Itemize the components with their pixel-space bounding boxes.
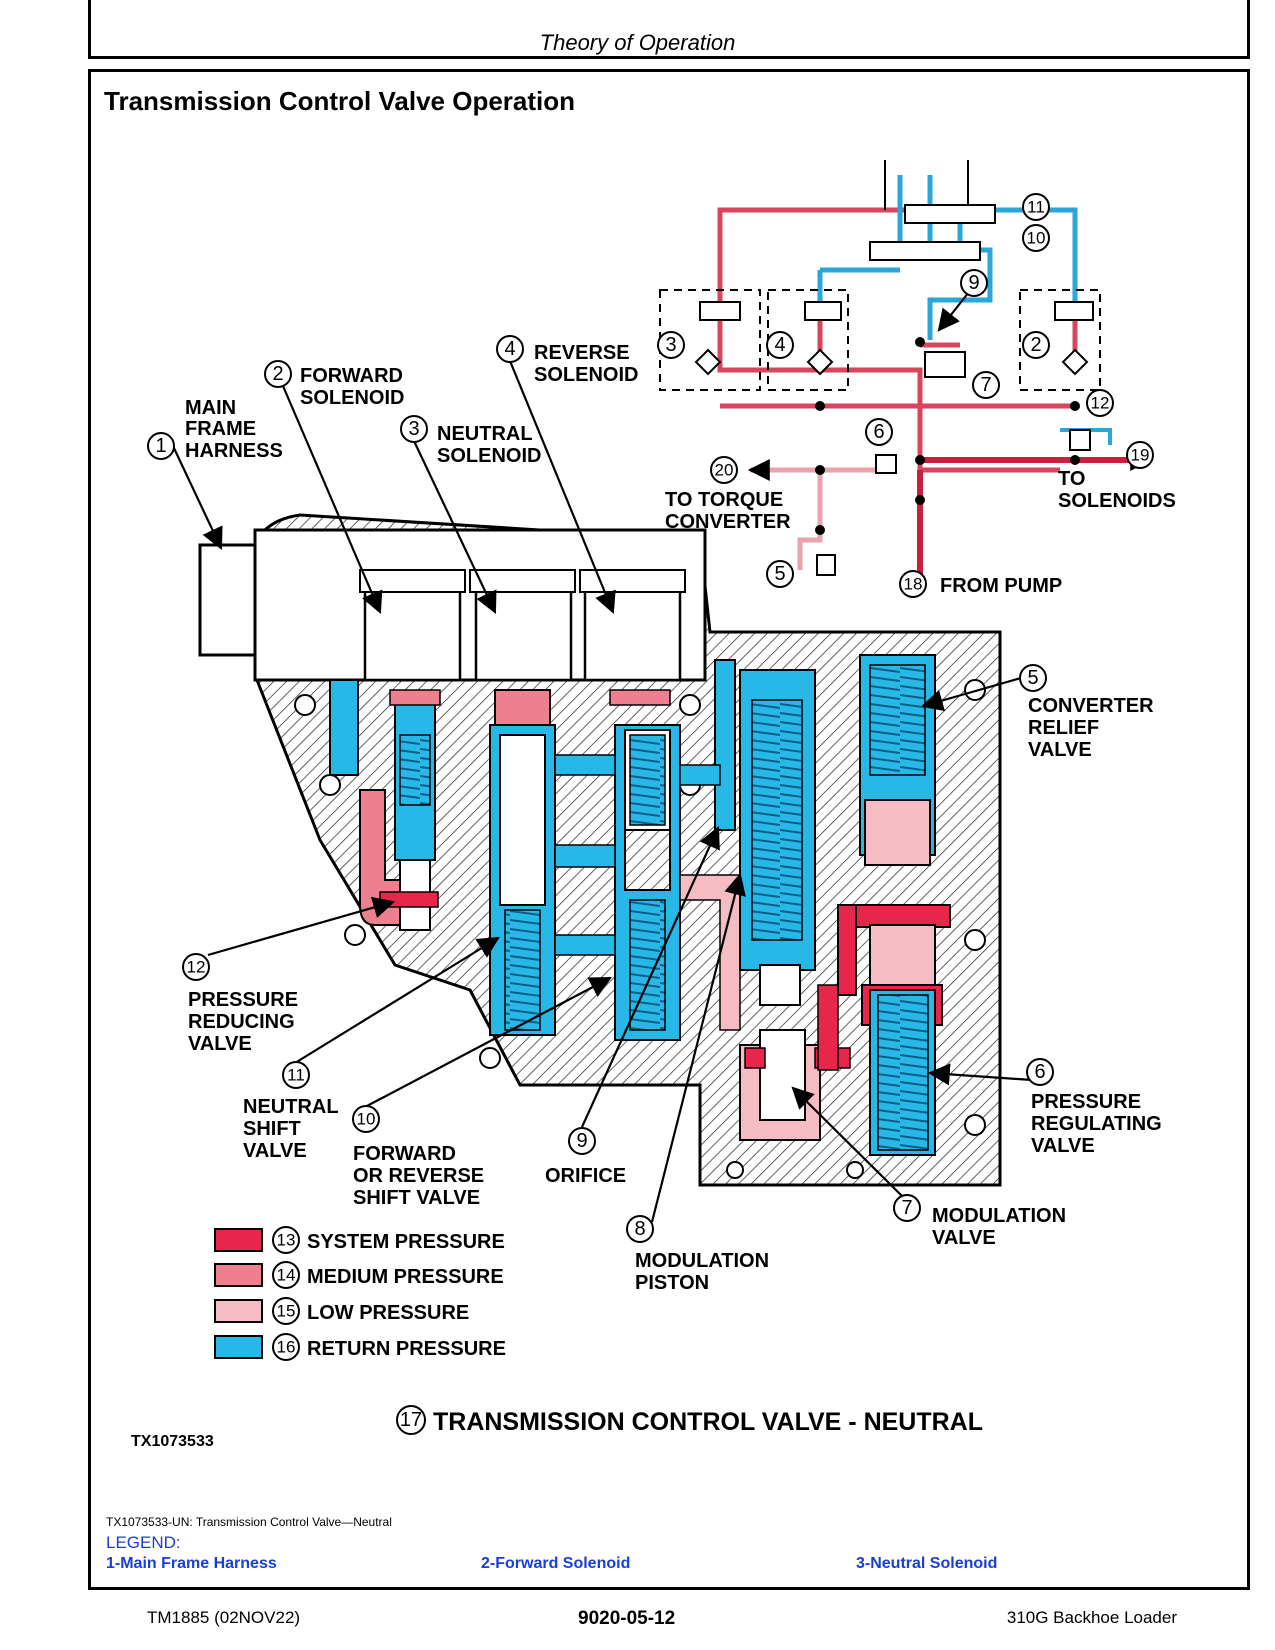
key-return-pressure: 16 RETURN PRESSURE [214, 1333, 506, 1361]
label-neutral-shift-3: VALVE [243, 1140, 307, 1162]
callout-circles [147, 193, 1154, 1435]
label-neutral-shift-1: NEUTRAL [243, 1096, 339, 1118]
label-main-frame-harness-3: HARNESS [185, 440, 283, 462]
figure-title: TRANSMISSION CONTROL VALVE - NEUTRAL [433, 1408, 983, 1436]
schematic-number-11: 11 [1027, 198, 1045, 217]
valve-body [198, 513, 1002, 1187]
schematic-number-9: 9 [968, 272, 979, 294]
label-reverse-solenoid-1: REVERSE [534, 342, 630, 364]
label-converter-relief-1: CONVERTER [1028, 695, 1154, 717]
label-modulation-valve-2: VALVE [932, 1227, 996, 1249]
callout-number-7: 7 [901, 1197, 912, 1219]
label-converter-relief-3: VALVE [1028, 739, 1092, 761]
schematic-number-12: 12 [1091, 394, 1110, 413]
label-modulation-piston-1: MODULATION [635, 1250, 769, 1272]
label-pressure-reducing-1: PRESSURE [188, 989, 298, 1011]
schematic-number-20: 20 [715, 461, 734, 480]
content-frame [88, 69, 1250, 1590]
footer-model: 310G Backhoe Loader [1006, 1608, 1177, 1627]
header-box [88, 0, 1250, 59]
key-num-14: 14 [277, 1266, 296, 1285]
label-to-solenoids-2: SOLENOIDS [1058, 490, 1176, 512]
callout-number-9: 9 [576, 1130, 587, 1152]
key-label-medium: MEDIUM PRESSURE [307, 1266, 504, 1288]
key-system-pressure: 13 SYSTEM PRESSURE [214, 1226, 505, 1254]
label-modulation-piston-2: PISTON [635, 1272, 709, 1294]
figure-caption: TX1073533-UN: Transmission Control Valve… [106, 1515, 392, 1529]
legend-item-2: 2-Forward Solenoid [481, 1555, 631, 1572]
footer-page-number: 9020-05-12 [578, 1608, 676, 1629]
schematic-number-4: 4 [774, 334, 785, 356]
callout-number-4: 4 [504, 338, 515, 360]
schematic-number-6: 6 [873, 421, 884, 443]
header-title: Theory of Operation [539, 30, 736, 55]
callout-number-12: 12 [187, 958, 206, 977]
section-title: Transmission Control Valve Operation [104, 86, 576, 116]
callout-labels: MAIN FRAME HARNESS FORWARD SOLENOID NEUT… [185, 342, 1176, 1294]
label-fwd-rev-shift-3: SHIFT VALVE [353, 1187, 480, 1209]
leader-lines [172, 291, 1153, 1223]
callout-number-1: 1 [155, 435, 166, 457]
label-converter-relief-2: RELIEF [1028, 717, 1099, 739]
callout-number-8: 8 [634, 1218, 645, 1240]
schematic-number-2: 2 [1030, 334, 1041, 356]
label-to-torque-converter-1: TO TORQUE [665, 489, 783, 511]
label-main-frame-harness-2: FRAME [185, 418, 256, 440]
legend-item-3: 3-Neutral Solenoid [856, 1555, 998, 1572]
label-reverse-solenoid-2: SOLENOID [534, 364, 638, 386]
callout-number-6: 6 [1034, 1061, 1045, 1083]
legend-title: LEGEND: [106, 1533, 181, 1552]
key-low-pressure: 15 LOW PRESSURE [214, 1297, 469, 1325]
key-num-16: 16 [277, 1338, 296, 1357]
schematic-number-19: 19 [1131, 446, 1150, 465]
label-forward-solenoid-1: FORWARD [300, 365, 403, 387]
schematic-number-7: 7 [980, 374, 991, 396]
label-pressure-regulating-1: PRESSURE [1031, 1091, 1141, 1113]
callout-number-10: 10 [357, 1110, 376, 1129]
footer-manual-id: TM1885 (02NOV22) [147, 1608, 301, 1627]
label-fwd-rev-shift-2: OR REVERSE [353, 1165, 484, 1187]
label-orifice: ORIFICE [545, 1165, 626, 1187]
valve-diagram: 1 2 3 4 5 6 7 8 9 10 11 12 11 10 9 3 4 2… [131, 160, 1176, 1450]
key-label-system: SYSTEM PRESSURE [307, 1231, 505, 1253]
callout-number-5: 5 [1027, 667, 1038, 689]
callout-numbers: 1 2 3 4 5 6 7 8 9 10 11 12 11 10 9 3 4 2… [155, 198, 1149, 1241]
label-pressure-regulating-3: VALVE [1031, 1135, 1095, 1157]
label-neutral-solenoid-2: SOLENOID [437, 445, 541, 467]
callout-number-2: 2 [272, 363, 283, 385]
figure-image-id: TX1073533 [131, 1433, 214, 1450]
label-pressure-regulating-2: REGULATING [1031, 1113, 1162, 1135]
label-fwd-rev-shift-1: FORWARD [353, 1143, 456, 1165]
schematic-number-5: 5 [774, 563, 785, 585]
label-main-frame-harness-1: MAIN [185, 397, 236, 419]
label-from-pump: FROM PUMP [940, 575, 1062, 597]
key-num-15: 15 [277, 1302, 296, 1321]
key-label-low: LOW PRESSURE [307, 1302, 469, 1324]
figure-title-number: 17 [400, 1409, 422, 1431]
key-label-return: RETURN PRESSURE [307, 1338, 506, 1360]
schematic-number-18: 18 [904, 575, 923, 594]
label-neutral-solenoid-1: NEUTRAL [437, 423, 533, 445]
key-medium-pressure: 14 MEDIUM PRESSURE [214, 1261, 504, 1289]
color-key: 13 SYSTEM PRESSURE 14 MEDIUM PRESSURE 15… [214, 1226, 506, 1361]
label-pressure-reducing-3: VALVE [188, 1033, 252, 1055]
label-to-torque-converter-2: CONVERTER [665, 511, 791, 533]
key-num-13: 13 [277, 1231, 296, 1250]
callout-number-11: 11 [287, 1066, 305, 1085]
label-modulation-valve-1: MODULATION [932, 1205, 1066, 1227]
label-neutral-shift-2: SHIFT [243, 1118, 301, 1140]
label-forward-solenoid-2: SOLENOID [300, 387, 404, 409]
legend-item-1: 1-Main Frame Harness [106, 1555, 277, 1572]
callout-number-3: 3 [408, 418, 419, 440]
label-to-solenoids-1: TO [1058, 468, 1085, 490]
schematic-number-3: 3 [665, 334, 676, 356]
schematic-number-10: 10 [1027, 229, 1046, 248]
label-pressure-reducing-2: REDUCING [188, 1011, 295, 1033]
